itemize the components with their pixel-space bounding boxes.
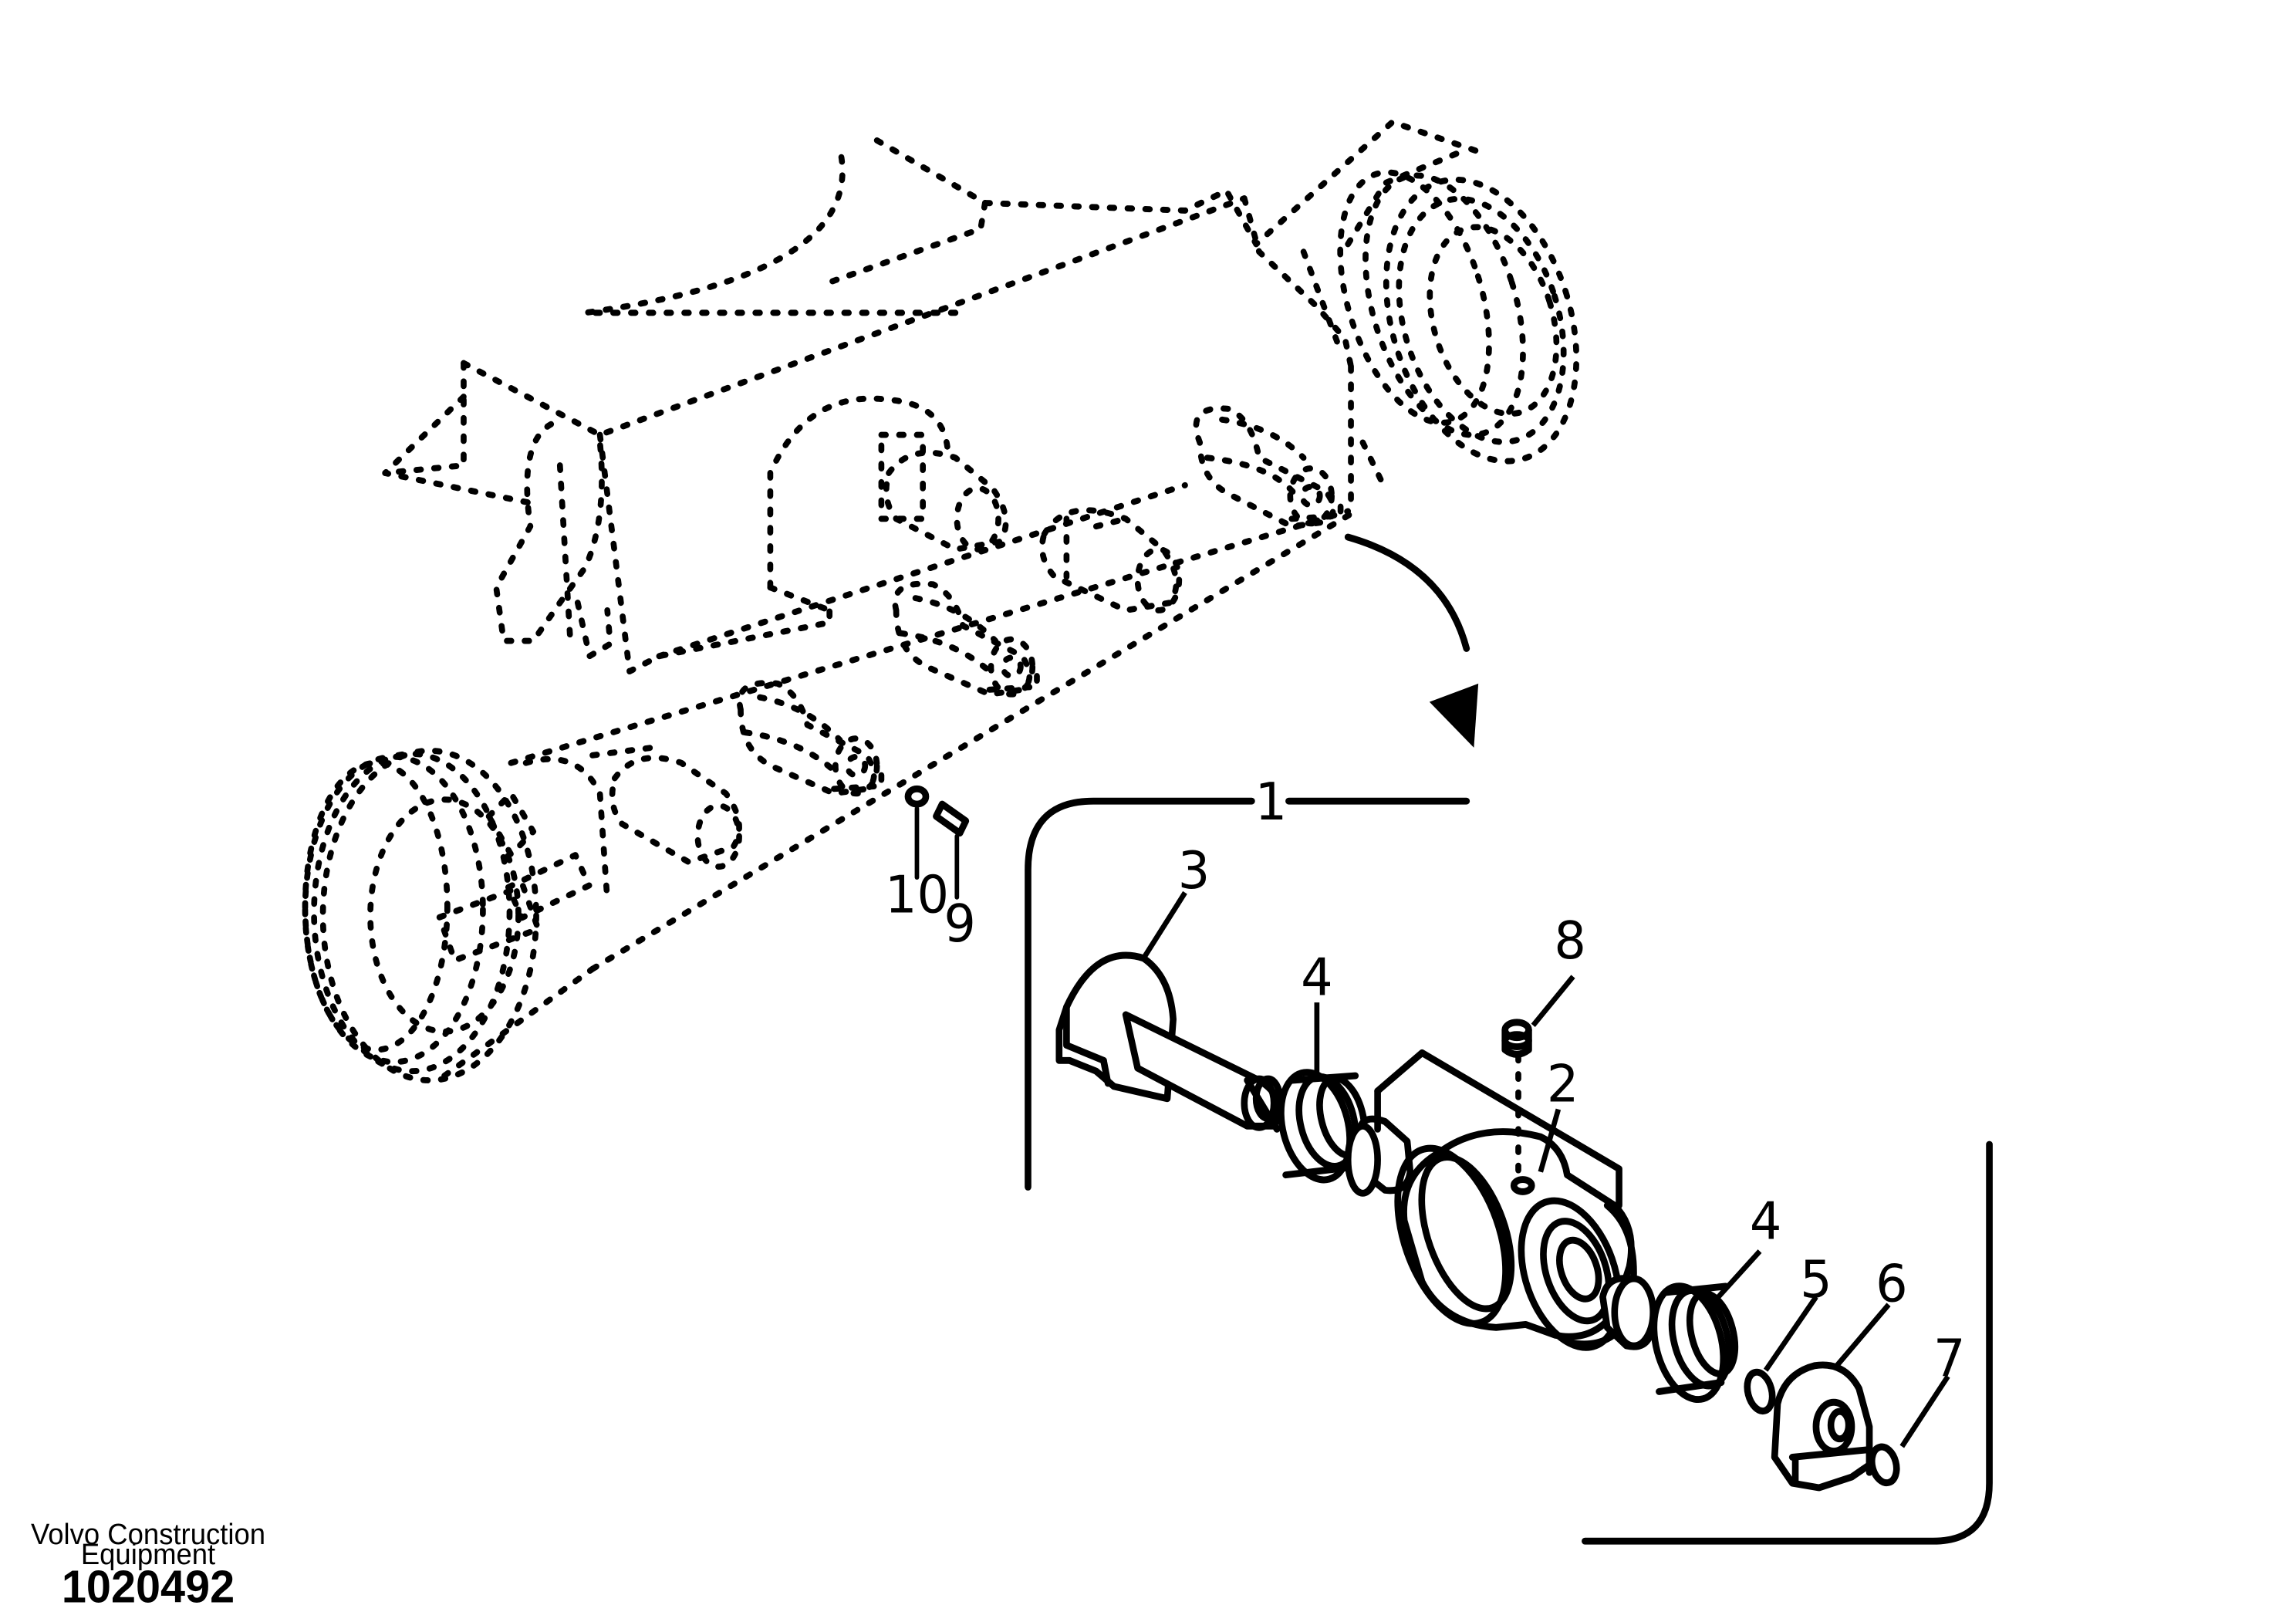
- plug: [1501, 1019, 1532, 1058]
- front-idler-wheel: [302, 747, 611, 1083]
- leader-lines: [1141, 890, 1950, 1448]
- snap-ring-7: [1868, 1443, 1900, 1487]
- drawing-number: 1020492: [62, 1562, 235, 1613]
- floating-seal-left: [1278, 1069, 1368, 1184]
- track-roller-rear: [1193, 405, 1344, 530]
- carrier-roller-middle: [1039, 507, 1183, 613]
- shaft-with-bracket: [1055, 951, 1284, 1133]
- callout-9: 9: [944, 893, 976, 954]
- o-ring-5: [1744, 1368, 1776, 1415]
- floating-seal-right: [1650, 1282, 1739, 1404]
- company-name-line1: Volvo Construction: [31, 1518, 265, 1551]
- track-roller-middle: [892, 580, 1040, 698]
- detail-frame: [1025, 797, 1993, 1545]
- bushing-left: [1344, 1115, 1414, 1197]
- drive-sprocket: [1337, 149, 1580, 492]
- callout-3: 3: [1178, 840, 1210, 901]
- carrier-roller-front: [878, 431, 1009, 552]
- callout-7: 7: [1933, 1328, 1966, 1389]
- detail-arrow: [1344, 533, 1479, 748]
- callout-1: 1: [1255, 771, 1288, 832]
- callout-8: 8: [1554, 910, 1586, 971]
- callout-4-right: 4: [1750, 1191, 1782, 1252]
- callout-2: 2: [1547, 1053, 1579, 1114]
- undercarriage-frame: [382, 119, 1484, 1080]
- callout-5: 5: [1800, 1249, 1832, 1309]
- end-collar: [1771, 1361, 1873, 1492]
- company-name-line2: Equipment: [81, 1537, 216, 1570]
- bolt-and-washer: [904, 785, 970, 900]
- roller-body: [1374, 1049, 1637, 1351]
- callout-4-left: 4: [1301, 946, 1333, 1007]
- callout-10: 10: [885, 864, 949, 925]
- callout-6: 6: [1876, 1253, 1908, 1314]
- carrier-roller-idler-side: [589, 744, 742, 870]
- track-roller-front: [736, 680, 885, 797]
